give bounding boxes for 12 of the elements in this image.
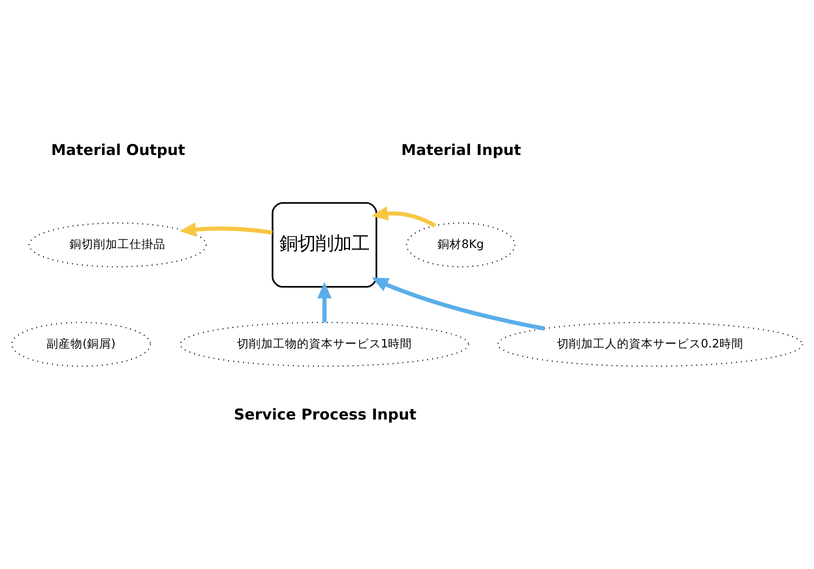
label: Material Input — [401, 141, 522, 160]
arrow — [180, 222, 273, 237]
node-box: 銅切削加工 — [272, 202, 378, 288]
label: Material Output — [51, 141, 186, 160]
arrow — [372, 278, 546, 331]
node-ellipse: 切削加工物的資本サービス1時間 — [180, 322, 470, 367]
node-ellipse: 切削加工人的資本サービス0.2時間 — [497, 322, 803, 367]
label: Service Process Input — [234, 406, 416, 424]
arrow — [372, 206, 436, 228]
node-ellipse: 副産物(銅屑) — [11, 322, 151, 367]
node-ellipse: 銅材8Kg — [406, 222, 516, 268]
arrow — [317, 282, 332, 323]
